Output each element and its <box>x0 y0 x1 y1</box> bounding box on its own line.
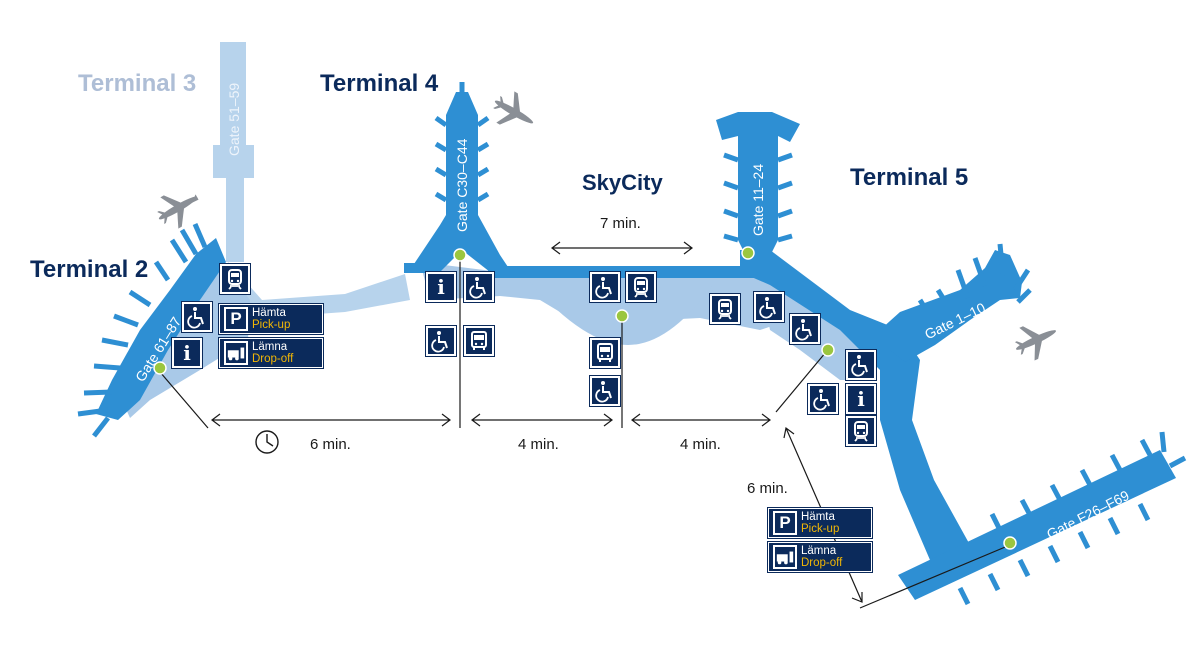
wheelchair-icon <box>807 383 839 415</box>
pickup-label-sv: Hämta <box>801 511 835 523</box>
pickup-label-en: Pick-up <box>801 523 840 535</box>
walk-time-t4-skycity: 4 min. <box>518 436 559 453</box>
walk-lines <box>159 241 1011 609</box>
walk-time-skycity-t5: 4 min. <box>680 436 721 453</box>
dropoff-icon <box>773 545 797 569</box>
walk-time-t2-t4: 6 min. <box>310 436 351 453</box>
marker-terminal-2 <box>153 361 167 375</box>
gate-label-c30-c44: Gate C30–C44 <box>454 138 470 232</box>
clock-icon <box>255 430 279 454</box>
dropoff-label-en: Drop-off <box>252 353 294 365</box>
skycity-label: SkyCity <box>582 170 663 195</box>
dropoff-label-sv: Lämna <box>252 341 288 353</box>
wheelchair-icon <box>181 301 213 333</box>
info-icon: i <box>171 337 203 369</box>
marker-terminal-5-pier <box>741 246 755 260</box>
train-icon <box>219 263 251 295</box>
wheelchair-icon <box>753 291 785 323</box>
parking-icon: P <box>773 511 797 535</box>
main-corridor <box>488 266 758 278</box>
wheelchair-icon <box>463 271 495 303</box>
terminal-3-label: Terminal 3 <box>78 70 197 97</box>
train-icon <box>845 415 877 447</box>
bus-icon <box>589 337 621 369</box>
terminal-2-pier <box>77 223 226 438</box>
bus-icon <box>463 325 495 357</box>
dropoff-label-sv: Lämna <box>801 545 837 557</box>
dropoff-label-en: Drop-off <box>801 557 843 569</box>
terminal-4-label: Terminal 4 <box>320 70 439 97</box>
marker-terminal-5 <box>821 343 835 357</box>
terminal-5-label: Terminal 5 <box>850 164 969 191</box>
marker-skycity <box>615 309 629 323</box>
walk-time-skycity-top: 7 min. <box>600 215 641 232</box>
wheelchair-icon <box>789 313 821 345</box>
wheelchair-icon <box>589 271 621 303</box>
wheelchair-icon <box>589 375 621 407</box>
pickup-label-sv: Hämta <box>252 307 286 319</box>
train-icon <box>625 271 657 303</box>
terminal-4-pier <box>404 82 510 273</box>
pickup-label-en: Pick-up <box>252 319 291 331</box>
wheelchair-icon <box>845 349 877 381</box>
marker-gate-f <box>1003 536 1017 550</box>
info-icon: i <box>845 383 877 415</box>
info-icon: i <box>425 271 457 303</box>
marker-terminal-4 <box>453 248 467 262</box>
gate-label-11-24: Gate 11–24 <box>750 163 766 236</box>
airplane-icon <box>493 91 534 125</box>
airplane-icon <box>1014 326 1056 361</box>
terminal-2-label: Terminal 2 <box>30 256 149 283</box>
parking-icon: P <box>224 307 248 331</box>
gate-label-51-59: Gate 51–59 <box>226 82 242 156</box>
train-icon <box>709 293 741 325</box>
walk-time-t5-dropoff: 6 min. <box>747 480 788 497</box>
wheelchair-icon <box>425 325 457 357</box>
dropoff-icon <box>224 341 248 365</box>
airplane-icon <box>157 194 199 229</box>
location-markers <box>153 246 1017 550</box>
